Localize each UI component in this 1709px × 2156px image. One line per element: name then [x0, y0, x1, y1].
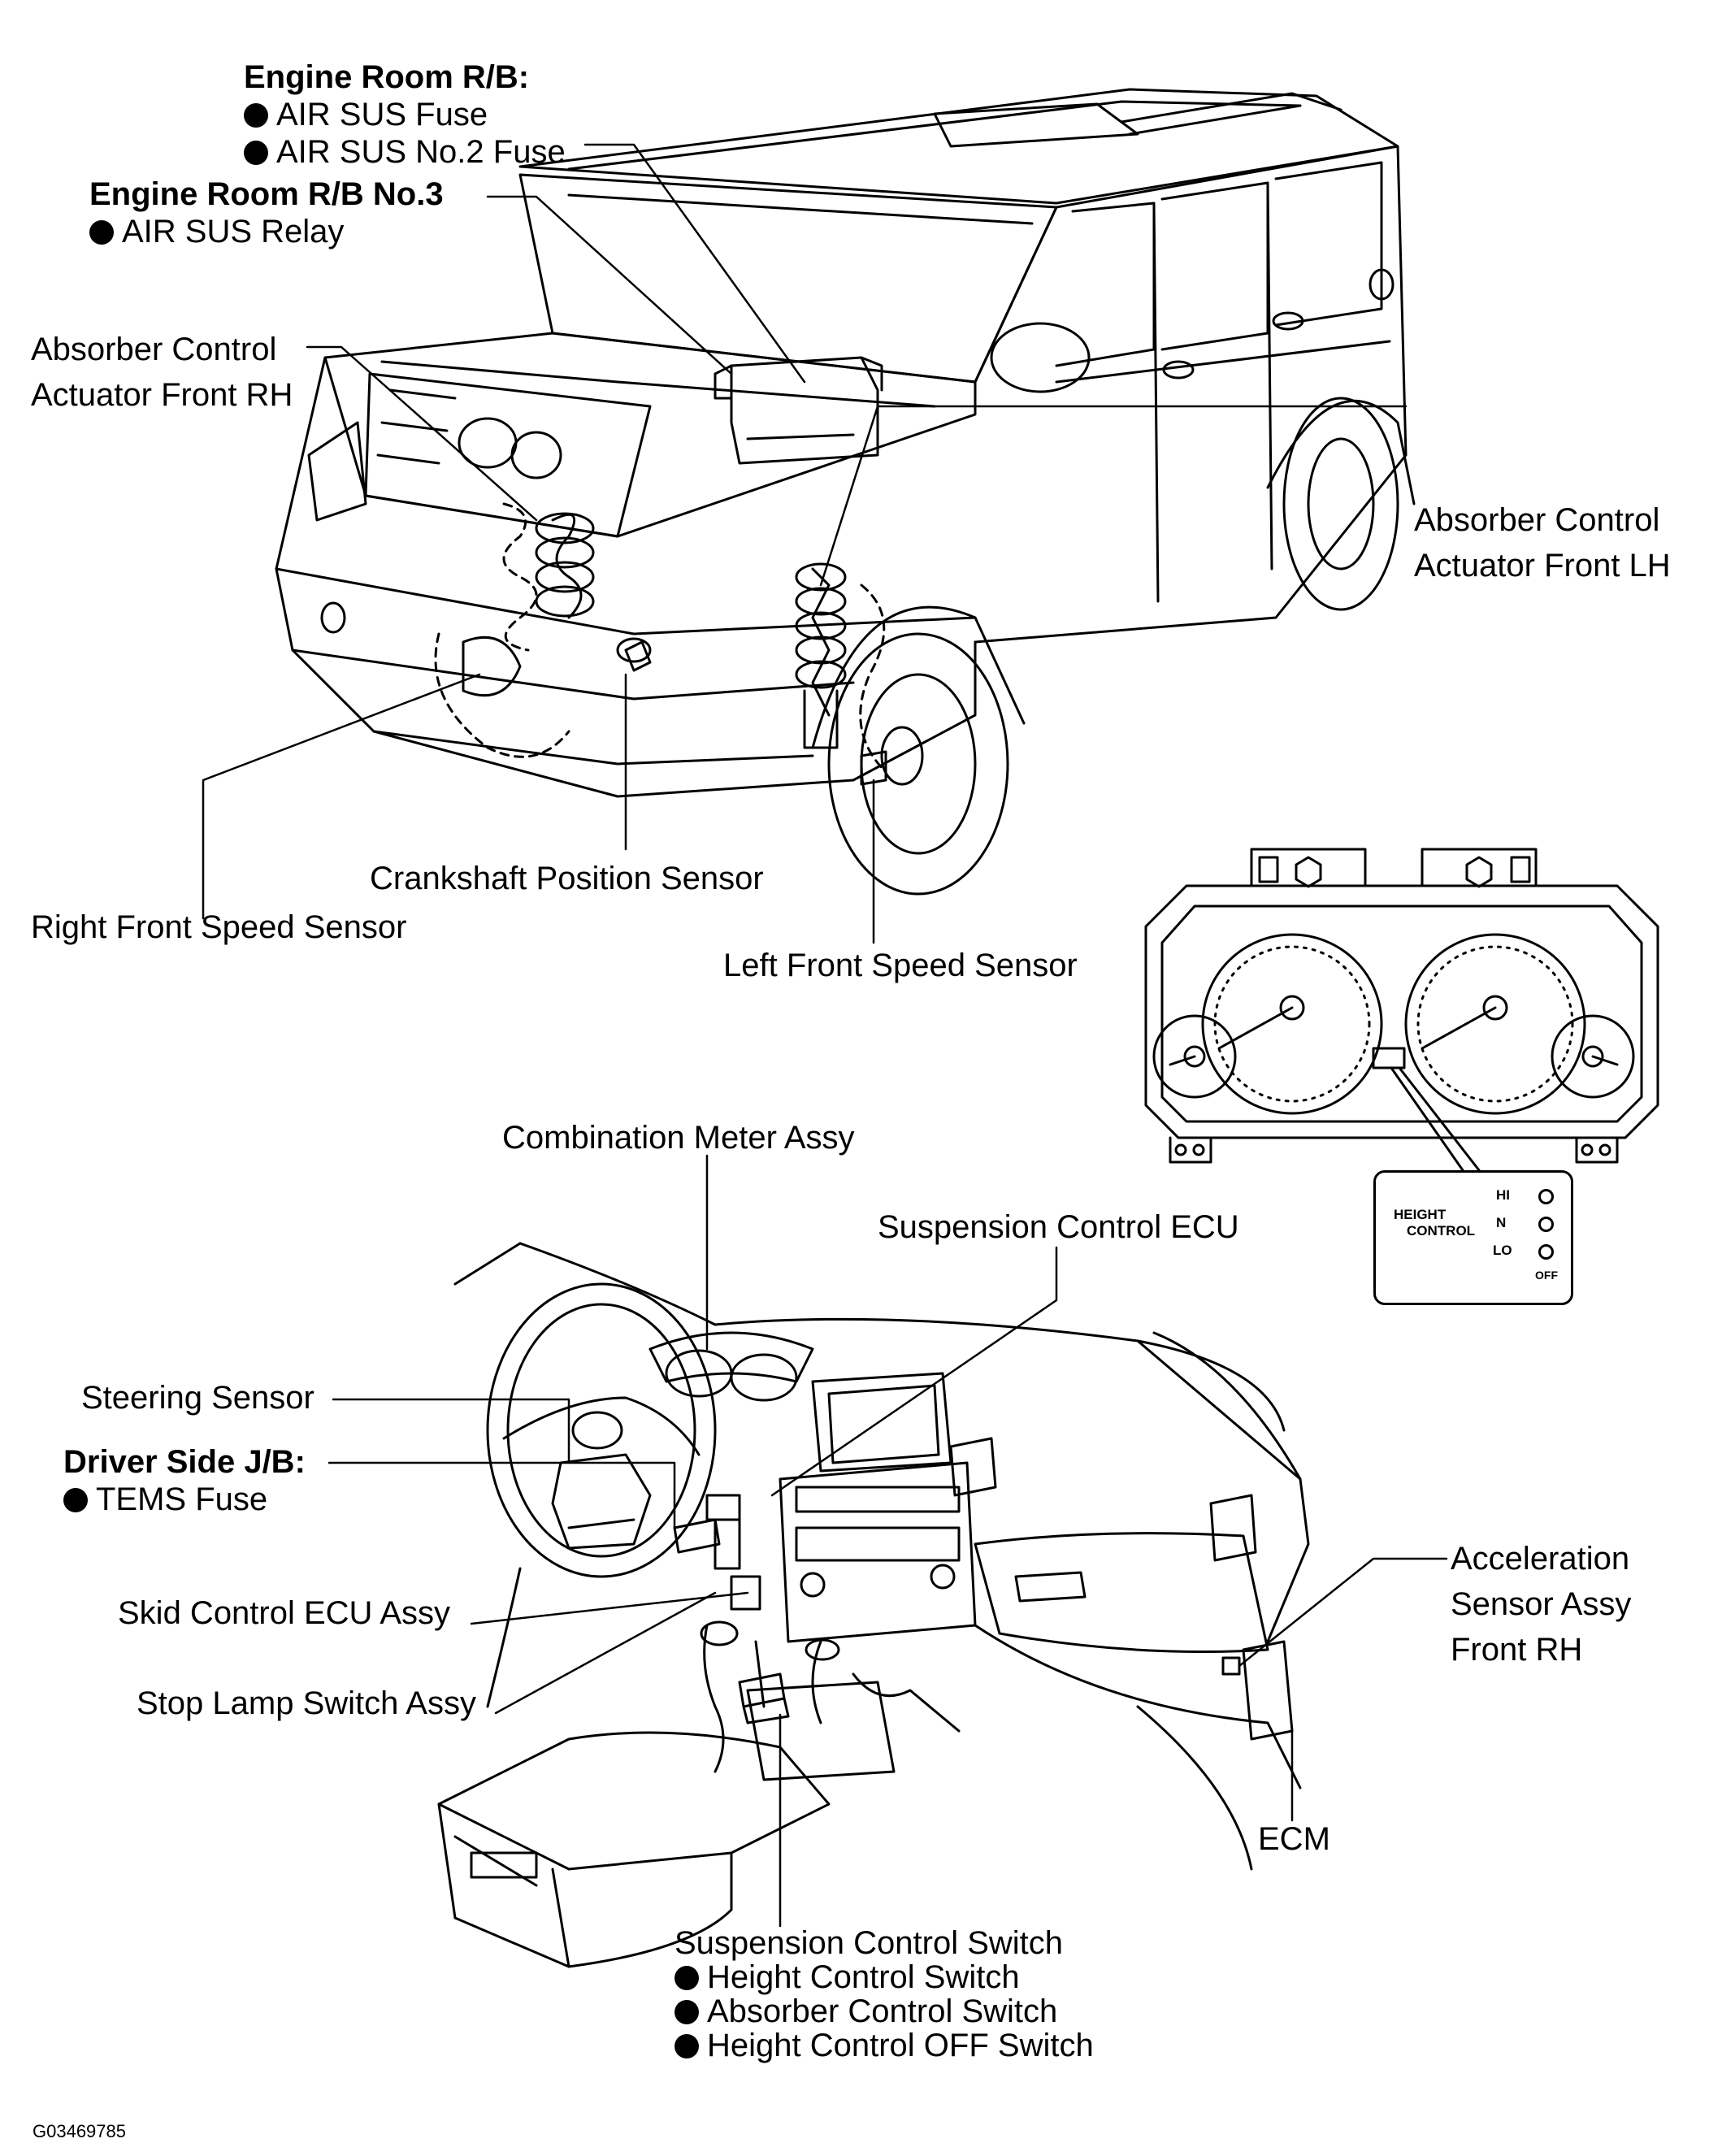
- bullet-icon: [89, 220, 114, 245]
- bullet-icon: [674, 1966, 699, 1990]
- air-sus-fuse-item: AIR SUS Fuse: [244, 96, 566, 133]
- height-control-off: OFF: [1535, 1269, 1558, 1282]
- absorber-front-rh-line2: Actuator Front RH: [31, 377, 293, 413]
- ecm-label: ECM: [1258, 1821, 1330, 1857]
- driver-jb-title: Driver Side J/B:: [63, 1444, 306, 1480]
- absorber-front-rh-label: Absorber Control Actuator Front RH: [31, 327, 293, 418]
- bullet-icon: [674, 2000, 699, 2024]
- tems-fuse-text: TEMS Fuse: [96, 1481, 268, 1517]
- accel-sensor-line1: Acceleration: [1451, 1541, 1630, 1577]
- absorber-front-lh-label: Absorber Control Actuator Front LH: [1414, 497, 1671, 588]
- accel-sensor-label: Acceleration Sensor Assy Front RH: [1451, 1536, 1631, 1672]
- engine-room-rb-label: Engine Room R/B: AIR SUS Fuse AIR SUS No…: [244, 59, 566, 171]
- engine-room-rb-title: Engine Room R/B:: [244, 59, 530, 95]
- lo-indicator-icon: [1538, 1244, 1554, 1260]
- skid-control-ecu-label: Skid Control ECU Assy: [118, 1595, 451, 1631]
- engine-room-rb3-title: Engine Room R/B No.3: [89, 176, 444, 212]
- figure-code: G03469785: [33, 2121, 126, 2141]
- accel-sensor-line2: Sensor Assy: [1451, 1586, 1632, 1622]
- absorber-front-lh-line1: Absorber Control: [1414, 502, 1660, 538]
- bullet-icon: [674, 2034, 699, 2058]
- height-control-off-switch-item: Height Control OFF Switch: [674, 2028, 1094, 2063]
- absorber-control-switch-item: Absorber Control Switch: [674, 1994, 1094, 2028]
- absorber-front-rh-line1: Absorber Control: [31, 332, 277, 367]
- air-sus-no2-fuse-item: AIR SUS No.2 Fuse: [244, 133, 566, 171]
- bullet-icon: [244, 141, 268, 165]
- bullet-icon: [244, 103, 268, 128]
- leader-lines: [202, 143, 1448, 1928]
- height-control-title-line2: CONTROL: [1407, 1223, 1476, 1239]
- bullet-icon: [63, 1488, 88, 1512]
- suspension-ecu-label: Suspension Control ECU: [878, 1209, 1239, 1245]
- air-sus-relay-text: AIR SUS Relay: [122, 214, 345, 249]
- dashboard-drawing: [437, 1242, 1310, 1968]
- air-sus-fuse-text: AIR SUS Fuse: [276, 97, 488, 132]
- height-control-switch-text: Height Control Switch: [707, 1959, 1020, 1995]
- absorber-front-lh-line2: Actuator Front LH: [1414, 548, 1671, 583]
- crankshaft-sensor-label: Crankshaft Position Sensor: [370, 861, 764, 896]
- combination-meter-label: Combination Meter Assy: [502, 1120, 855, 1156]
- height-control-panel: HEIGHT CONTROL HI N LO OFF: [1373, 1170, 1573, 1305]
- left-front-speed-sensor-label: Left Front Speed Sensor: [723, 948, 1078, 983]
- suspension-switch-title: Suspension Control Switch: [674, 1925, 1064, 1961]
- height-control-off-switch-text: Height Control OFF Switch: [707, 2028, 1094, 2063]
- height-control-hi: HI: [1496, 1187, 1510, 1203]
- height-control-n: N: [1496, 1215, 1507, 1230]
- height-control-switch-item: Height Control Switch: [674, 1960, 1094, 1994]
- suspension-switch-label: Suspension Control Switch Height Control…: [674, 1926, 1094, 2063]
- vehicle-drawing: [275, 88, 1416, 896]
- right-front-speed-sensor-label: Right Front Speed Sensor: [31, 909, 407, 945]
- hi-indicator-icon: [1538, 1189, 1554, 1204]
- tems-fuse-item: TEMS Fuse: [63, 1481, 306, 1518]
- steering-sensor-label: Steering Sensor: [81, 1380, 314, 1416]
- driver-jb-label: Driver Side J/B: TEMS Fuse: [63, 1443, 306, 1518]
- air-sus-relay-item: AIR SUS Relay: [89, 213, 444, 250]
- height-control-title-line1: HEIGHT: [1394, 1207, 1447, 1222]
- combination-meter-drawing: [1144, 848, 1659, 1172]
- air-sus-no2-fuse-text: AIR SUS No.2 Fuse: [276, 134, 566, 170]
- n-indicator-icon: [1538, 1217, 1554, 1232]
- engine-room-rb3-label: Engine Room R/B No.3 AIR SUS Relay: [89, 176, 444, 250]
- stop-lamp-switch-label: Stop Lamp Switch Assy: [137, 1685, 476, 1721]
- height-control-lo: LO: [1493, 1243, 1512, 1258]
- accel-sensor-line3: Front RH: [1451, 1632, 1583, 1668]
- absorber-control-switch-text: Absorber Control Switch: [707, 1993, 1058, 2029]
